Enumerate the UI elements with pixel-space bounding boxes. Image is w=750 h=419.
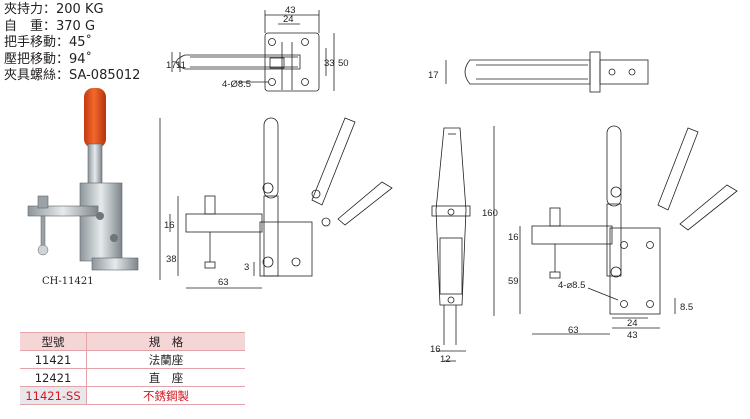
- pivot-pin: [96, 212, 104, 220]
- top-view-drawing: [171, 10, 335, 92]
- dim-right-16: 16: [508, 232, 519, 243]
- dim-top-43: 43: [285, 5, 296, 16]
- dim-right-59: 59: [508, 276, 519, 287]
- dim-right-24: 24: [627, 318, 638, 329]
- spec-value: 94˚: [69, 51, 93, 67]
- dim-right-43: 43: [627, 330, 638, 341]
- spec-cell: 法蘭座: [86, 350, 245, 369]
- dim-right-63: 63: [568, 325, 579, 336]
- end-view-drawing: [431, 127, 471, 362]
- spec-cell: 不銹鋼製: [86, 386, 245, 405]
- spec-value: 370 G: [56, 18, 96, 34]
- dim-top-11: 11: [176, 60, 186, 71]
- right-view-drawing: [493, 125, 738, 335]
- spec-spindle: 夾具螺絲：SA-085012: [4, 68, 140, 85]
- dim-top-50: 50: [338, 58, 349, 69]
- dim-top-17: 17: [166, 60, 177, 71]
- spec-label: 壓把移動：: [4, 51, 70, 67]
- spec-handle-travel: 把手移動：45˚: [4, 35, 140, 52]
- spec-value: 200 KG: [56, 2, 104, 17]
- spec-value: 45˚: [69, 35, 93, 50]
- dim-side-17: 17: [428, 70, 439, 81]
- dim-end-16: 16: [430, 344, 441, 355]
- dim-right-8-5: 8.5: [680, 302, 693, 313]
- photo-caption: CH-11421: [42, 276, 94, 287]
- model-table: 型號 規 格 11421 法蘭座 12421 直 座 11421-SS 不銹鋼製: [20, 332, 245, 405]
- spec-label: 自 重：: [4, 18, 57, 34]
- pivot-pin: [110, 234, 118, 242]
- product-photo: [27, 88, 139, 271]
- spec-bar-travel: 壓把移動：94˚: [4, 52, 140, 69]
- table-row: 11421 法蘭座: [20, 350, 245, 369]
- model-cell: 12421: [20, 368, 87, 387]
- dim-front-16: 16: [164, 220, 175, 231]
- spec-label: 夾持力：: [4, 2, 57, 17]
- dim-top-hole: 4-Ø8.5: [222, 79, 251, 90]
- dim-front-3: 3: [244, 262, 249, 273]
- dim-end-12: 12: [440, 354, 451, 365]
- header-spec: 規 格: [86, 332, 245, 351]
- spec-weight: 自 重：370 G: [4, 19, 140, 36]
- clamp-arm: [27, 205, 99, 217]
- side-view-drawing: [445, 51, 649, 93]
- dim-front-63: 63: [218, 277, 229, 288]
- spec-label: 夾具螺絲：: [4, 68, 70, 83]
- table-row: 11421-SS 不銹鋼製: [20, 386, 245, 405]
- spec-value: SA-085012: [69, 68, 141, 83]
- table-header-row: 型號 規 格: [20, 332, 245, 351]
- model-cell: 11421-SS: [20, 386, 87, 405]
- clamp-body: [79, 182, 123, 262]
- dim-right-hole: 4-⌀8.5: [558, 280, 585, 291]
- spec-cell: 直 座: [86, 368, 245, 387]
- model-cell: 11421: [20, 350, 87, 369]
- dim-top-33: 33: [324, 58, 335, 69]
- spec-label: 把手移動：: [4, 35, 70, 50]
- dim-right-160: 160: [482, 208, 498, 219]
- header-model: 型號: [20, 332, 87, 351]
- base-plate: [91, 257, 139, 271]
- spindle-pad: [37, 244, 49, 256]
- dim-front-38: 38: [166, 254, 177, 265]
- spec-list: 夾持力：200 KG 自 重：370 G 把手移動：45˚ 壓把移動：94˚ 夾…: [4, 2, 140, 85]
- table-row: 12421 直 座: [20, 368, 245, 387]
- handle-grip: [84, 88, 106, 148]
- spec-clamp-force: 夾持力：200 KG: [4, 2, 140, 19]
- dim-top-24: 24: [283, 14, 294, 25]
- front-view-drawing: [159, 117, 393, 289]
- spindle-nut: [37, 195, 49, 209]
